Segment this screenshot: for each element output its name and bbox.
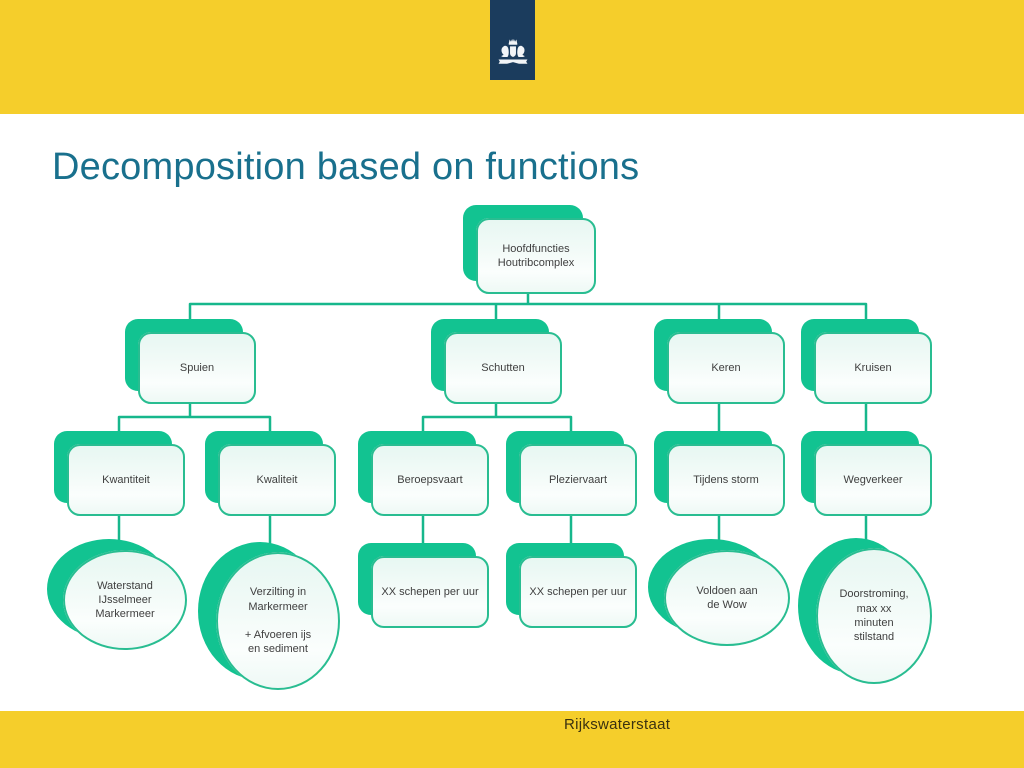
node-label: Kwantiteit — [102, 473, 150, 486]
node-label: Tijdens storm — [693, 473, 759, 486]
node-waterstand: Waterstand IJsselmeer Markermeer — [63, 550, 187, 650]
node-spuien: Spuien — [138, 332, 256, 404]
rijksoverheid-logo — [490, 0, 535, 80]
node-label: Kruisen — [854, 361, 892, 374]
node-doorstroming: Doorstroming, max xx minuten stilstand — [816, 548, 932, 684]
node-schutten: Schutten — [444, 332, 562, 404]
node-label: Hoofdfuncties Houtribcomplex — [497, 242, 575, 269]
node-kwaliteit: Kwaliteit — [218, 444, 336, 516]
footer-band — [0, 711, 1024, 768]
node-label: Verzilting in Markermeer + Afvoeren ijs … — [244, 586, 312, 656]
node-label: Kwaliteit — [256, 473, 298, 486]
node-xx-schepen-plezier: XX schepen per uur — [519, 556, 637, 628]
node-label: Voldoen aan de Wow — [696, 584, 758, 611]
node-label: Schutten — [481, 361, 525, 374]
node-hoofdfuncties: Hoofdfuncties Houtribcomplex — [476, 218, 596, 294]
page-title: Decomposition based on functions — [52, 146, 640, 188]
node-tijdens-storm: Tijdens storm — [667, 444, 785, 516]
node-label: Waterstand IJsselmeer Markermeer — [95, 579, 155, 621]
node-label: Beroepsvaart — [397, 473, 463, 486]
node-beroepsvaart: Beroepsvaart — [371, 444, 489, 516]
coat-of-arms-icon — [498, 39, 527, 64]
node-label: Doorstroming, max xx minuten stilstand — [839, 588, 909, 644]
node-label: XX schepen per uur — [381, 585, 479, 598]
node-xx-schepen-beroeps: XX schepen per uur — [371, 556, 489, 628]
node-label: XX schepen per uur — [529, 585, 627, 598]
node-keren: Keren — [667, 332, 785, 404]
node-wegverkeer: Wegverkeer — [814, 444, 932, 516]
node-pleziervaart: Pleziervaart — [519, 444, 637, 516]
node-verzilting: Verzilting in Markermeer + Afvoeren ijs … — [216, 552, 340, 690]
node-voldoen: Voldoen aan de Wow — [664, 550, 790, 646]
footer-brand: Rijkswaterstaat — [564, 716, 671, 733]
node-label: Keren — [711, 361, 741, 374]
node-label: Spuien — [179, 361, 215, 374]
node-label: Pleziervaart — [548, 473, 608, 486]
node-kruisen: Kruisen — [814, 332, 932, 404]
node-kwantiteit: Kwantiteit — [67, 444, 185, 516]
node-label: Wegverkeer — [843, 473, 903, 486]
